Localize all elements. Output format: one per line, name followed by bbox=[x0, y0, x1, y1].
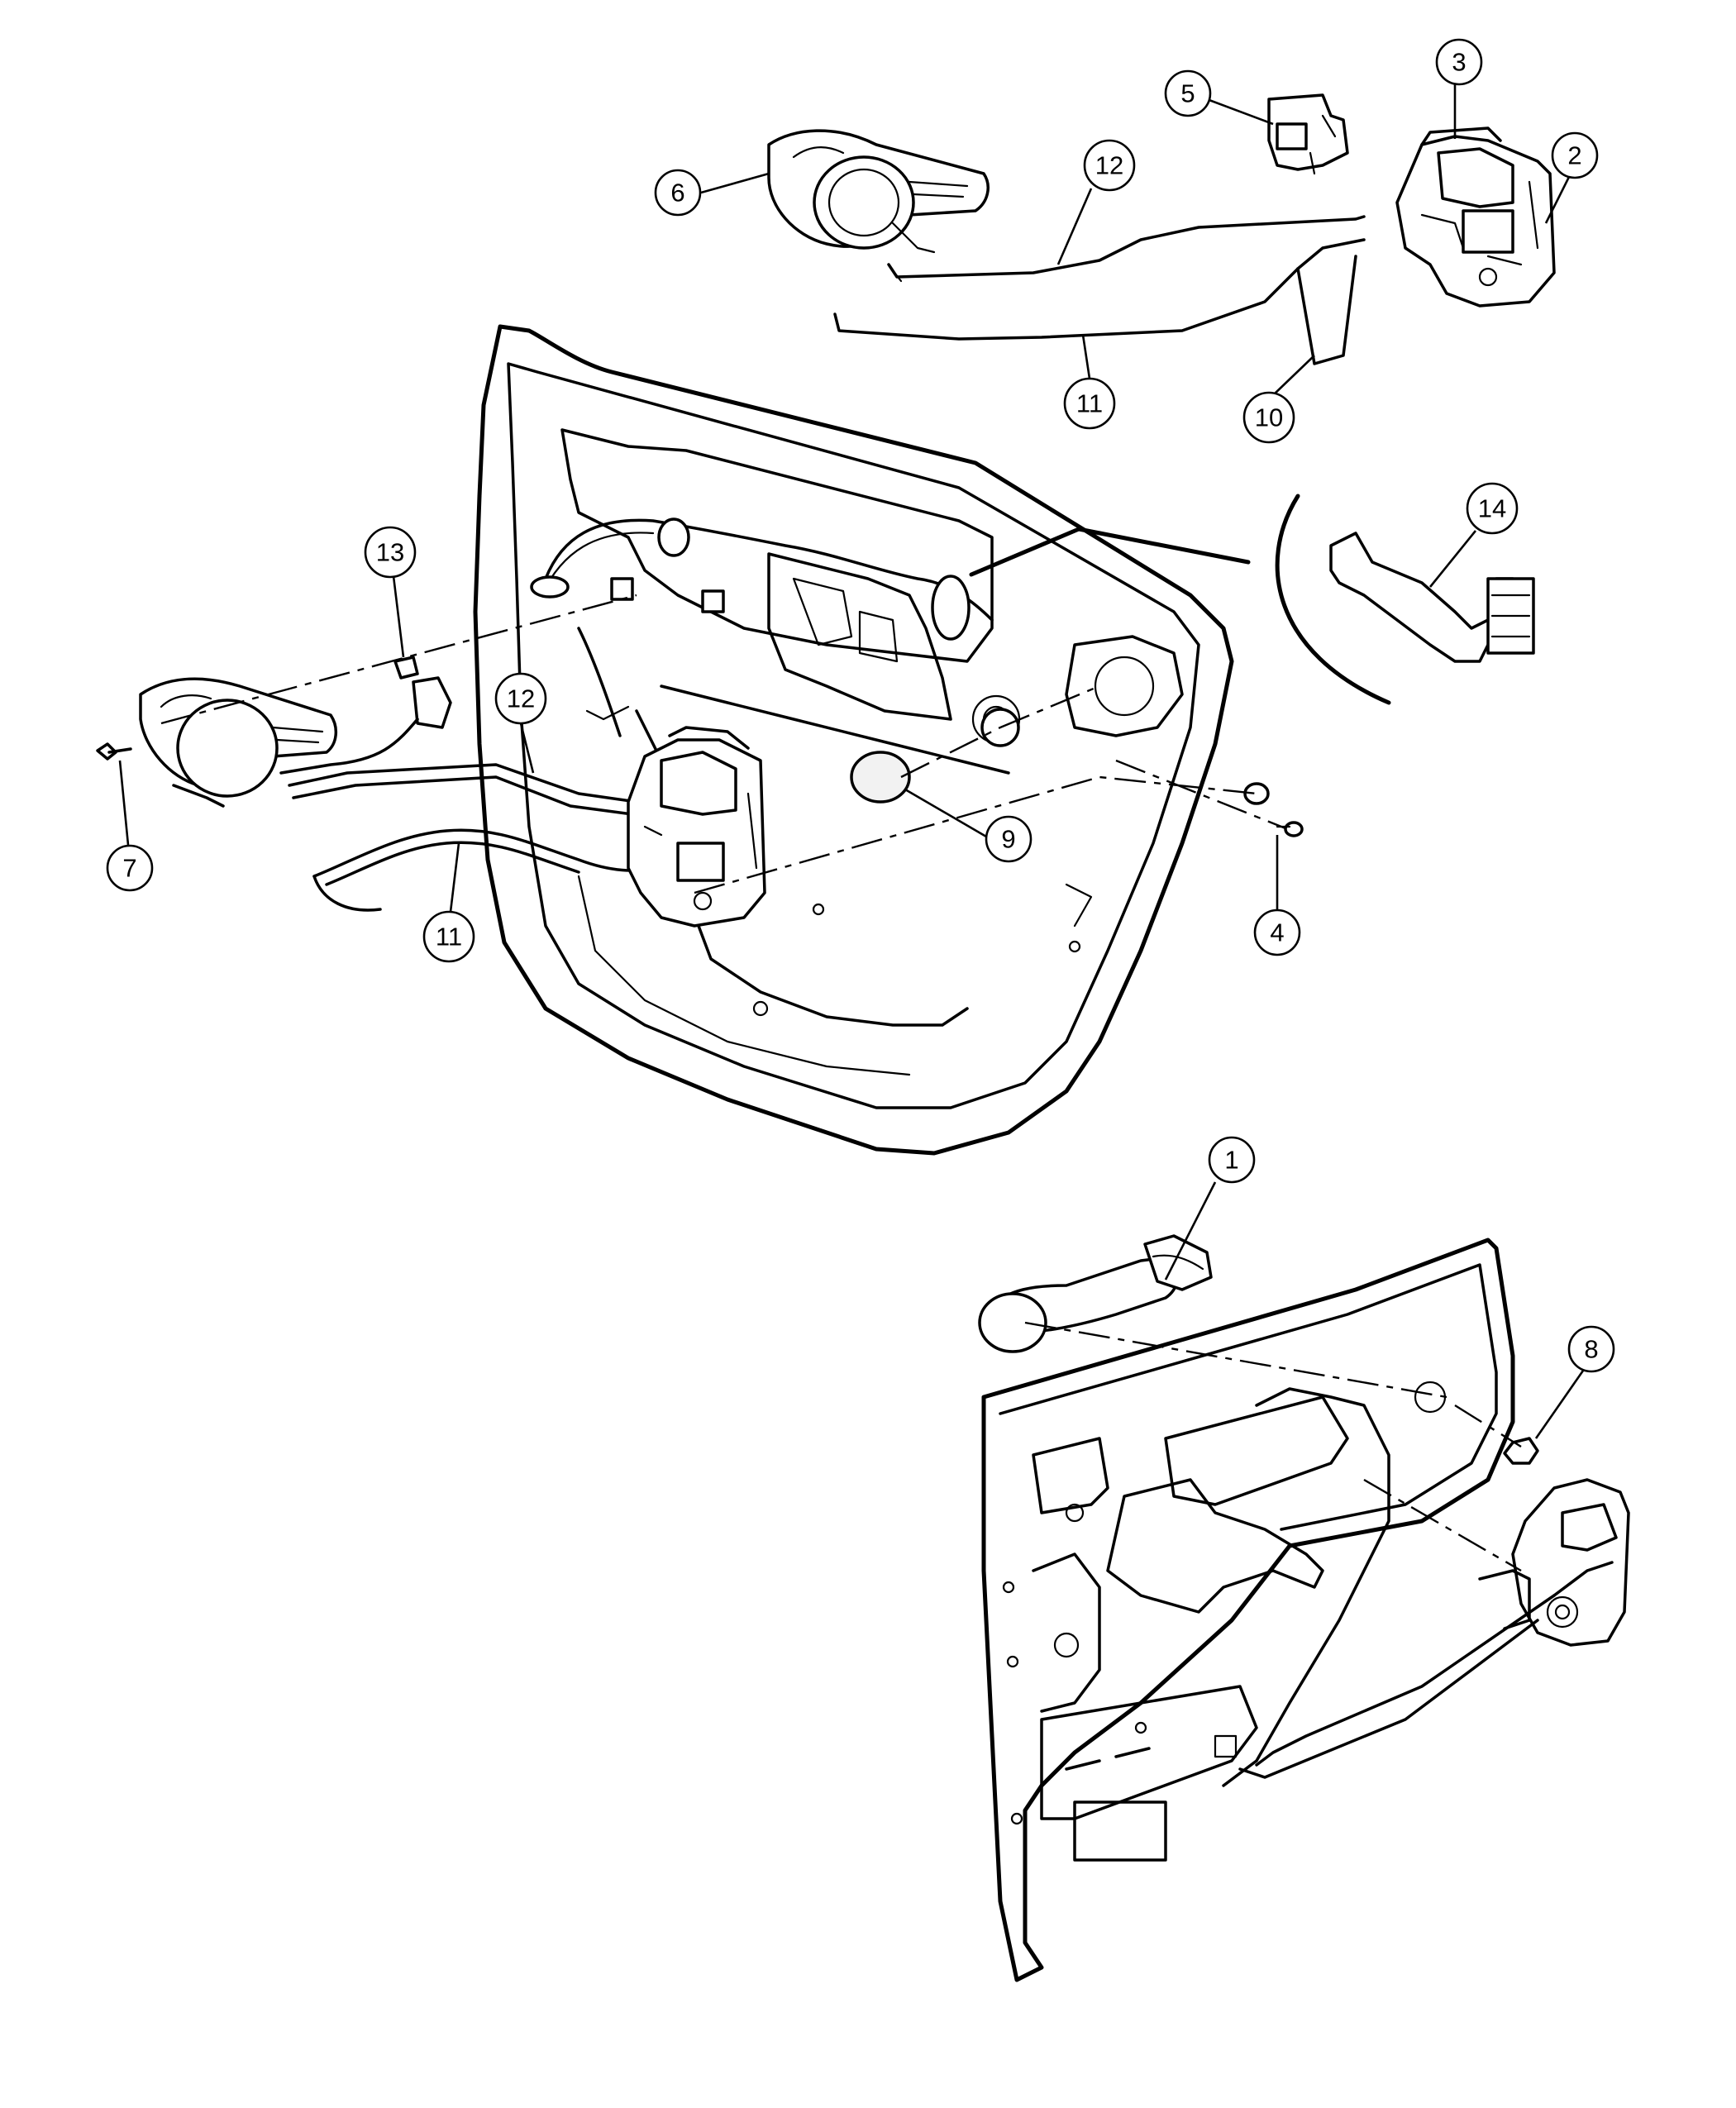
part-7-screw bbox=[96, 742, 132, 761]
rear-door-inner-panel bbox=[473, 324, 1234, 1156]
callout-10: 10 bbox=[1242, 355, 1315, 444]
assembly-line-2 bbox=[900, 726, 1001, 779]
part-5-lock-switch bbox=[1267, 93, 1349, 175]
assembly-line-front-1 bbox=[1024, 1321, 1447, 1399]
svg-text:13: 13 bbox=[376, 538, 404, 567]
part-2-door-latch-top bbox=[1395, 126, 1556, 308]
part-12-rod-middle bbox=[288, 763, 655, 816]
svg-text:11: 11 bbox=[436, 923, 462, 951]
part-4-screws bbox=[1243, 782, 1304, 837]
part-9-plug bbox=[850, 751, 911, 804]
svg-text:10: 10 bbox=[1255, 403, 1283, 432]
part-13-clip bbox=[393, 656, 419, 680]
part-6-outside-handle-exploded bbox=[139, 677, 337, 808]
callout-11a: 11 bbox=[1063, 334, 1116, 430]
callout-2: 2 bbox=[1544, 131, 1599, 224]
svg-text:6: 6 bbox=[670, 179, 684, 207]
svg-text:11: 11 bbox=[1076, 389, 1103, 418]
svg-text:3: 3 bbox=[1452, 48, 1466, 77]
assembly-line-front-3 bbox=[1363, 1478, 1522, 1572]
callout-1: 1 bbox=[1164, 1136, 1256, 1281]
callout-4: 4 bbox=[1253, 835, 1301, 956]
assembly-line-front-2 bbox=[1454, 1404, 1522, 1448]
assembly-line-3 bbox=[999, 684, 1100, 729]
assembly-line-1 bbox=[160, 594, 637, 725]
svg-text:5: 5 bbox=[1180, 79, 1195, 108]
svg-text:8: 8 bbox=[1584, 1335, 1598, 1364]
assembly-line-4 bbox=[694, 775, 1257, 894]
svg-text:4: 4 bbox=[1270, 918, 1284, 947]
callout-12a: 12 bbox=[1056, 139, 1136, 265]
callout-12b: 12 bbox=[494, 672, 547, 774]
actuator-connector-left bbox=[279, 676, 452, 775]
part-11-rod-top bbox=[833, 238, 1366, 341]
callout-7: 7 bbox=[106, 760, 154, 892]
svg-text:2: 2 bbox=[1567, 141, 1581, 170]
callout-13: 13 bbox=[364, 526, 417, 658]
callout-8: 8 bbox=[1534, 1325, 1615, 1439]
front-door-inner-panel bbox=[978, 1234, 1630, 1982]
part-11-rod-middle bbox=[312, 828, 655, 912]
part-2-door-latch-middle bbox=[627, 726, 766, 928]
svg-text:12: 12 bbox=[1095, 151, 1123, 180]
part-10-rod-clip bbox=[1296, 255, 1357, 365]
part-6-outside-handle-top bbox=[767, 129, 990, 254]
svg-text:14: 14 bbox=[1478, 494, 1506, 523]
svg-text:12: 12 bbox=[507, 684, 535, 713]
assembly-line-5 bbox=[1115, 759, 1286, 830]
svg-text:1: 1 bbox=[1224, 1146, 1238, 1175]
callout-11b: 11 bbox=[422, 842, 475, 963]
callout-5: 5 bbox=[1164, 69, 1274, 126]
callout-3: 3 bbox=[1435, 38, 1483, 139]
callout-14: 14 bbox=[1428, 482, 1519, 588]
part-14-detail-inset bbox=[969, 494, 1535, 705]
part-12-rod-top bbox=[887, 215, 1366, 283]
callout-9: 9 bbox=[904, 788, 1033, 863]
svg-text:9: 9 bbox=[1001, 825, 1015, 854]
svg-text:7: 7 bbox=[122, 854, 136, 883]
callout-6: 6 bbox=[654, 169, 770, 217]
